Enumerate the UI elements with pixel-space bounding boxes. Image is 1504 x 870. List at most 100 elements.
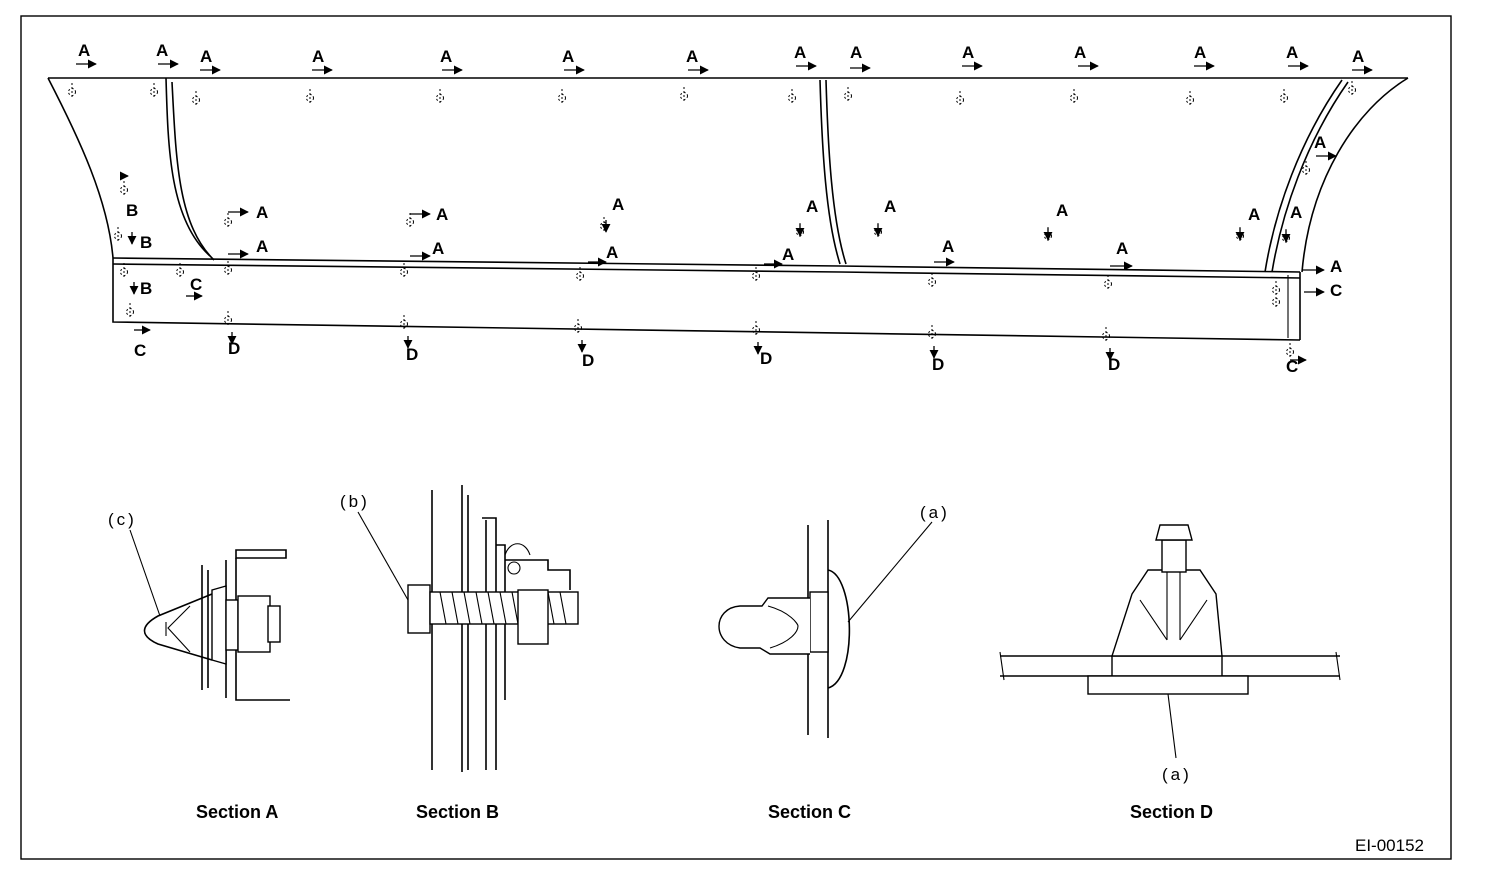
clip-marker: A bbox=[1348, 47, 1373, 96]
clip-marker: A bbox=[1070, 43, 1099, 104]
clip-marker: A bbox=[406, 205, 448, 228]
clip-label-a: A bbox=[1314, 133, 1326, 152]
callout-c: (c) bbox=[108, 510, 137, 529]
clip-marker: D bbox=[752, 321, 772, 368]
clip-marker: A bbox=[1280, 43, 1309, 104]
clip-marker: A bbox=[576, 243, 618, 282]
clip-marker: A bbox=[752, 245, 794, 282]
clip-label-b: B bbox=[140, 233, 152, 252]
clip-label-a: A bbox=[1248, 205, 1260, 224]
section-d-drawing bbox=[999, 524, 1341, 695]
clip-marker: C bbox=[1272, 281, 1342, 308]
clip-marker: C bbox=[126, 303, 151, 360]
clip-marker: D bbox=[400, 315, 418, 364]
clip-marker: A bbox=[68, 41, 97, 98]
clip-marker: A bbox=[400, 239, 444, 278]
callout-a-section-d: (a) bbox=[1162, 765, 1192, 784]
section-c-drawing bbox=[718, 520, 851, 738]
clip-marker: A bbox=[436, 47, 463, 104]
clip-marker: A bbox=[224, 237, 268, 276]
clip-marker: B bbox=[120, 263, 152, 298]
clip-marker: C bbox=[176, 263, 203, 301]
clip-marker: A bbox=[1302, 133, 1337, 176]
clip-marker: A bbox=[788, 43, 817, 104]
clip-marker: A bbox=[680, 47, 709, 102]
clip-marker: A bbox=[844, 43, 871, 102]
callout-b: (b) bbox=[340, 492, 370, 511]
clip-marker: A bbox=[1104, 239, 1133, 290]
clip-label-a: A bbox=[1330, 257, 1342, 276]
clip-label-a: A bbox=[942, 237, 954, 256]
clip-marker: B bbox=[119, 171, 138, 220]
callout-leader-b bbox=[357, 511, 409, 601]
clip-label-a: A bbox=[256, 203, 268, 222]
clip-label-d: D bbox=[582, 351, 594, 370]
clip-marker: A bbox=[150, 41, 179, 98]
clip-label-d: D bbox=[406, 345, 418, 364]
clip-label-d: D bbox=[1108, 355, 1120, 374]
clip-label-a: A bbox=[312, 47, 324, 66]
clip-marker: B bbox=[114, 227, 152, 252]
clip-marker: A bbox=[928, 237, 955, 288]
clip-label-d: D bbox=[228, 339, 240, 358]
callout-leader-a-d bbox=[1167, 693, 1177, 759]
clip-label-a: A bbox=[1074, 43, 1086, 62]
clip-label-c: C bbox=[1330, 281, 1342, 300]
clip-label-c: C bbox=[134, 341, 146, 360]
callout-leader-a-c bbox=[847, 521, 933, 623]
clip-marker: A bbox=[1043, 201, 1068, 242]
clip-label-a: A bbox=[686, 47, 698, 66]
clip-marker: A bbox=[873, 197, 896, 238]
clip-label-a: A bbox=[884, 197, 896, 216]
clip-marker: D bbox=[1102, 327, 1120, 374]
clip-label-b: B bbox=[126, 201, 138, 220]
clip-label-a: A bbox=[200, 47, 212, 66]
clip-label-a: A bbox=[606, 243, 618, 262]
clip-marker: C bbox=[1286, 343, 1307, 376]
clip-marker: A bbox=[306, 47, 333, 104]
clip-label-a: A bbox=[436, 205, 448, 224]
clip-label-a: A bbox=[78, 41, 90, 60]
clip-label-a: A bbox=[1290, 203, 1302, 222]
clip-marker: A bbox=[600, 195, 624, 233]
clip-label-a: A bbox=[1194, 43, 1206, 62]
clip-marker: A bbox=[558, 47, 585, 104]
clip-label-a: A bbox=[612, 195, 624, 214]
clip-label-a: A bbox=[794, 43, 806, 62]
clip-label-a: A bbox=[782, 245, 794, 264]
clip-label-a: A bbox=[156, 41, 168, 60]
section-a-caption: Section A bbox=[196, 802, 278, 822]
section-a-drawing bbox=[143, 549, 290, 701]
clip-marker: A bbox=[956, 43, 983, 106]
diagram-border bbox=[20, 15, 1452, 860]
clip-label-a: A bbox=[256, 237, 268, 256]
clip-label-a: A bbox=[850, 43, 862, 62]
section-c-caption: Section C bbox=[768, 802, 851, 822]
clip-label-a: A bbox=[562, 47, 574, 66]
clip-label-d: D bbox=[932, 355, 944, 374]
clip-label-a: A bbox=[1056, 201, 1068, 220]
clip-marker: A bbox=[192, 47, 221, 106]
clip-label-a: A bbox=[1286, 43, 1298, 62]
clip-label-a: A bbox=[1352, 47, 1364, 66]
clip-label-a: A bbox=[1116, 239, 1128, 258]
section-d-caption: Section D bbox=[1130, 802, 1213, 822]
clip-marker: A bbox=[1281, 203, 1302, 244]
clip-label-a: A bbox=[440, 47, 452, 66]
clip-label-a: A bbox=[806, 197, 818, 216]
clip-label-b: B bbox=[140, 279, 152, 298]
clip-label-c: C bbox=[190, 275, 202, 294]
clip-label-a: A bbox=[432, 239, 444, 258]
clip-marker: A bbox=[1186, 43, 1215, 106]
clip-marker: A bbox=[224, 203, 268, 228]
section-b-caption: Section B bbox=[416, 802, 499, 822]
figure-id: EI-00152 bbox=[1355, 836, 1424, 855]
clip-marker: A bbox=[795, 197, 818, 238]
clip-marker: D bbox=[224, 311, 240, 358]
callout-a-section-c: (a) bbox=[920, 503, 950, 522]
clip-label-c: C bbox=[1286, 357, 1298, 376]
section-b-drawing bbox=[407, 485, 579, 772]
